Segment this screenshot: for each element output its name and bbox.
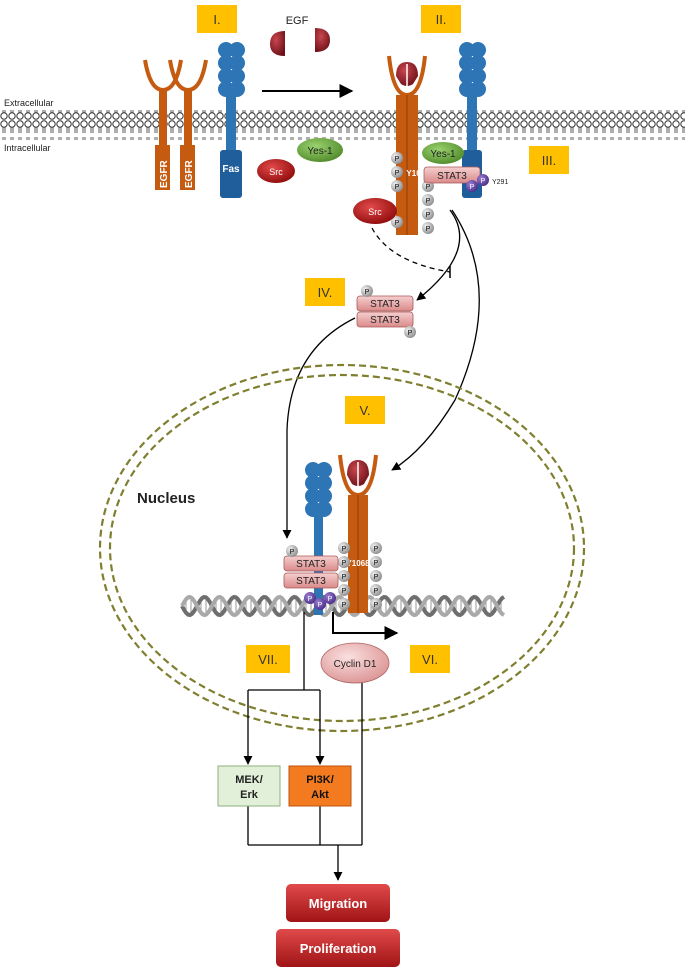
- egf-ligand-left: [270, 31, 285, 56]
- svg-text:P: P: [374, 574, 379, 581]
- downstream-signaling-lines: [243, 612, 363, 881]
- svg-text:P: P: [318, 602, 323, 609]
- svg-text:EGFR: EGFR: [184, 159, 195, 188]
- svg-text:P: P: [408, 330, 413, 337]
- mek-erk-box: MEK/ Erk: [217, 765, 281, 807]
- fas-receptor-inactive: Fas: [218, 42, 245, 198]
- egfr-receptor-inactive-2: EGFR: [168, 59, 208, 190]
- svg-text:Akt: Akt: [311, 789, 329, 801]
- svg-text:V.: V.: [359, 403, 370, 418]
- svg-text:P: P: [470, 184, 475, 191]
- svg-text:Y291: Y291: [492, 179, 508, 186]
- svg-text:Src: Src: [269, 167, 283, 177]
- step-label-iii: III.: [529, 146, 569, 174]
- svg-text:P: P: [342, 588, 347, 595]
- svg-text:Yes-1: Yes-1: [307, 146, 333, 157]
- svg-text:P: P: [328, 596, 333, 603]
- svg-text:Proliferation: Proliferation: [300, 941, 377, 956]
- dna-strand-1: [180, 594, 506, 618]
- svg-text:Migration: Migration: [309, 896, 368, 911]
- svg-text:P: P: [374, 588, 379, 595]
- step-label-iv: IV.: [305, 278, 345, 306]
- src-protein-inactive: Src: [257, 159, 295, 183]
- svg-text:P: P: [395, 156, 400, 163]
- stat3-membrane-complex: STAT3 P P Y291: [423, 166, 508, 192]
- arrow-to-stat3-dimer: [416, 209, 461, 301]
- step-label-ii: II.: [421, 5, 461, 33]
- svg-text:STAT3: STAT3: [296, 576, 326, 587]
- extracellular-label: Extracellular: [4, 98, 54, 108]
- step-label-vii: VII.: [246, 645, 290, 673]
- svg-text:MEK/: MEK/: [235, 774, 263, 786]
- svg-text:P: P: [374, 546, 379, 553]
- svg-text:Y1068: Y1068: [406, 169, 430, 178]
- svg-text:P: P: [426, 198, 431, 205]
- phospho-sites-egfr-nuclear: P P P P P P P P P P: [338, 542, 382, 610]
- svg-text:IV.: IV.: [318, 285, 333, 300]
- svg-text:STAT3: STAT3: [296, 559, 326, 570]
- yes1-protein-inactive: Yes-1: [297, 138, 343, 162]
- arrow-to-nuclear-egfr: [391, 209, 480, 471]
- svg-text:P: P: [290, 549, 295, 556]
- svg-text:Fas: Fas: [222, 164, 240, 175]
- svg-text:P: P: [395, 170, 400, 177]
- svg-text:PI3K/: PI3K/: [306, 774, 334, 786]
- arrow-stat3-to-nucleus: [282, 317, 356, 539]
- intracellular-label: Intracellular: [4, 143, 51, 153]
- stat3-dimer-cytoplasm: STAT3 STAT3 P P: [356, 285, 416, 338]
- svg-text:Y1068: Y1068: [346, 559, 370, 568]
- src-protein-active: Src: [353, 198, 397, 224]
- svg-text:P: P: [374, 602, 379, 609]
- migration-box: Migration: [286, 884, 390, 922]
- src-dashed-link: [371, 227, 451, 273]
- fas-receptor-nuclear: [305, 462, 332, 615]
- egfr-receptor-inactive-1: EGFR: [143, 59, 183, 190]
- svg-text:P: P: [342, 574, 347, 581]
- plasma-membrane: [0, 110, 685, 140]
- svg-text:Yes-1: Yes-1: [430, 149, 456, 160]
- svg-text:Src: Src: [368, 207, 382, 217]
- svg-text:VII.: VII.: [258, 652, 278, 667]
- svg-text:STAT3: STAT3: [437, 171, 467, 182]
- svg-text:P: P: [342, 602, 347, 609]
- svg-text:Erk: Erk: [240, 789, 259, 801]
- egf-label: EGF: [286, 15, 309, 27]
- stat3-dimer-nuclear: STAT3 STAT3 P P P P: [283, 545, 339, 610]
- svg-text:Cyclin D1: Cyclin D1: [334, 659, 377, 670]
- svg-text:I.: I.: [213, 12, 220, 27]
- svg-text:II.: II.: [436, 12, 447, 27]
- nuclear-envelope-inner: [108, 373, 576, 723]
- svg-text:P: P: [426, 184, 431, 191]
- egfr-receptor-active: Y1068: [387, 55, 430, 235]
- nucleus-label: Nucleus: [137, 490, 195, 507]
- svg-text:P: P: [481, 178, 486, 185]
- pi3k-akt-box: PI3K/ Akt: [288, 765, 352, 807]
- svg-text:P: P: [374, 560, 379, 567]
- step-label-vi: VI.: [410, 645, 450, 673]
- transcription-arrow: [332, 612, 399, 640]
- svg-text:P: P: [342, 546, 347, 553]
- svg-text:P: P: [395, 184, 400, 191]
- egfr-receptor-nuclear: Y1068: [338, 454, 378, 613]
- svg-text:P: P: [308, 596, 313, 603]
- step-label-i: I.: [197, 5, 237, 33]
- step-label-v: V.: [345, 396, 385, 424]
- svg-text:P: P: [395, 220, 400, 227]
- svg-text:EGFR: EGFR: [159, 159, 170, 188]
- proliferation-box: Proliferation: [276, 929, 400, 967]
- svg-text:P: P: [365, 289, 370, 296]
- yes1-protein-active: Yes-1: [422, 142, 464, 164]
- svg-text:P: P: [426, 226, 431, 233]
- nuclear-envelope-outer: [98, 363, 586, 733]
- svg-text:STAT3: STAT3: [370, 299, 400, 310]
- svg-text:III.: III.: [542, 153, 556, 168]
- egf-ligand-right: [315, 28, 330, 52]
- svg-text:VI.: VI.: [422, 652, 438, 667]
- svg-text:STAT3: STAT3: [370, 315, 400, 326]
- cyclin-d1: Cyclin D1: [320, 642, 390, 684]
- svg-text:P: P: [426, 212, 431, 219]
- svg-text:P: P: [342, 560, 347, 567]
